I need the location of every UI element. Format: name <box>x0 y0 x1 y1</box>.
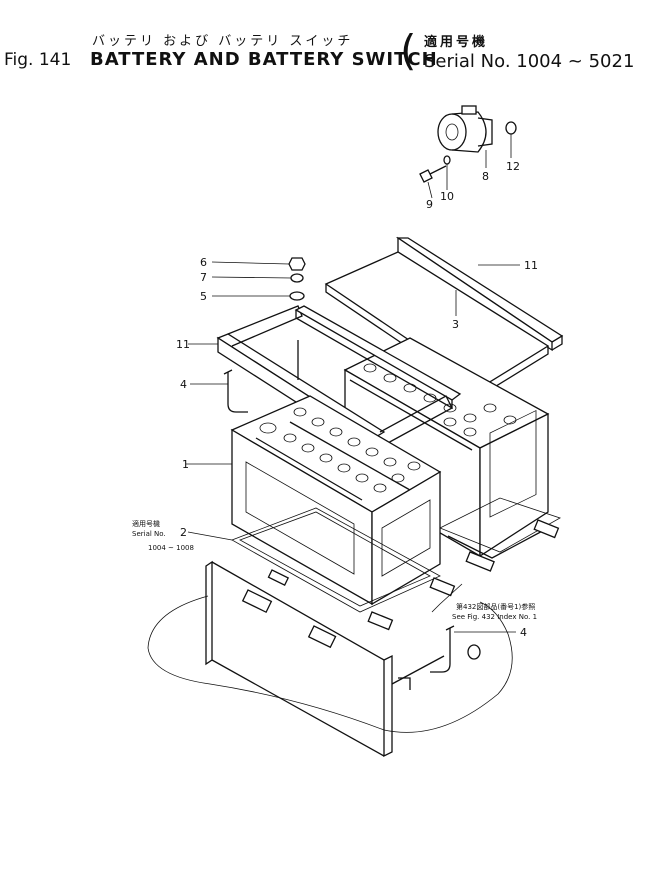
serial-range: Serial No. 1004 ~ 5021 <box>424 51 635 72</box>
rear-hold-down-bar <box>395 236 564 352</box>
callout-4-right: 4 <box>520 626 527 639</box>
japanese-title: バッテリ および バッテリ スイッチ <box>92 34 354 49</box>
figure-number: Fig. 141 <box>4 50 72 70</box>
callout-8: 8 <box>482 170 489 183</box>
callout-6: 6 <box>200 256 207 269</box>
nut <box>288 257 306 271</box>
battery-switch <box>437 105 493 153</box>
battery-mat <box>231 507 441 613</box>
japanese-serial-label: 適用号機 <box>424 35 489 50</box>
serial-open-bracket: ( <box>400 26 417 75</box>
callout-11-lower: 11 <box>176 338 190 351</box>
switch-lockwasher <box>443 155 451 165</box>
j-bolt-front <box>297 340 455 673</box>
callout-10: 10 <box>440 190 454 203</box>
assembly-outline <box>147 595 513 733</box>
callout-12: 12 <box>506 160 520 173</box>
serial-note-jp: 適用号機 <box>132 519 160 528</box>
rear-battery-tray <box>439 497 561 572</box>
callout-7: 7 <box>200 271 207 284</box>
leader-lines <box>186 134 520 633</box>
serial-note-en: Serial No. <box>132 530 166 538</box>
lock-washer <box>290 273 304 283</box>
callout-5: 5 <box>200 290 207 303</box>
page-title: BATTERY AND BATTERY SWITCH <box>90 49 438 70</box>
flat-washer <box>289 291 305 301</box>
callout-4-left: 4 <box>180 378 187 391</box>
ref-note-en: See Fig. 432 Index No. 1 <box>452 613 537 621</box>
switch-washer <box>505 121 517 135</box>
switch-bolt <box>419 165 447 183</box>
callout-9: 9 <box>426 198 433 211</box>
callout-11-upper: 11 <box>524 259 538 272</box>
battery-box-frame <box>205 560 481 758</box>
callout-2: 2 <box>180 526 187 539</box>
ref-note-jp: 第432図部品(番号1)参照 <box>456 602 535 611</box>
cross-bar <box>294 305 462 445</box>
j-bolt-left <box>223 369 248 413</box>
callout-1: 1 <box>182 458 189 471</box>
serial-note-range: 1004 ~ 1008 <box>148 544 194 552</box>
callout-3: 3 <box>452 318 459 331</box>
